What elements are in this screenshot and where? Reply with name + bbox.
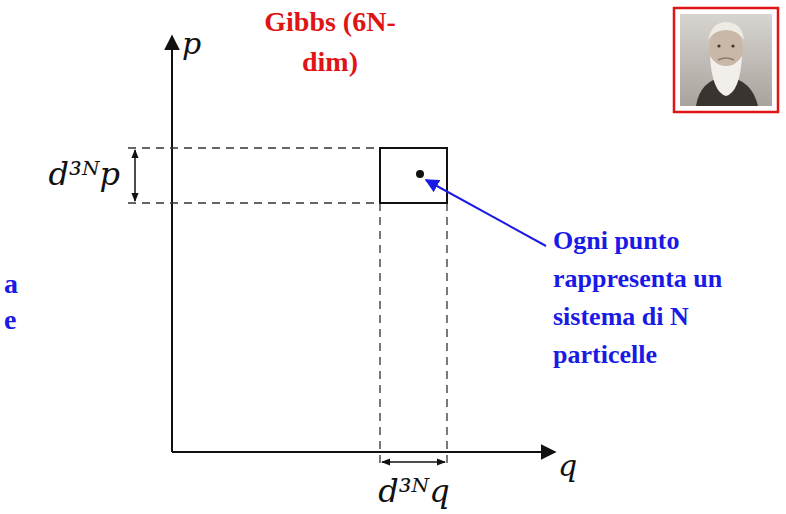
dp-dimension <box>134 150 136 201</box>
callout-text: Ogni punto rappresenta un sistema di N p… <box>553 222 781 374</box>
phase-cell <box>380 148 447 203</box>
dimension-label: d³ᴺq <box>354 472 474 510</box>
axis-label: q <box>558 448 598 484</box>
fragment-text: e <box>4 302 34 338</box>
portrait-photo <box>674 8 778 112</box>
diagram-title: Gibbs (6N-dim) <box>250 2 410 82</box>
dashed-guides <box>128 148 447 468</box>
fragment-text: a <box>4 266 34 302</box>
q-axis <box>172 451 555 453</box>
dimension-label: d³ᴺp <box>4 154 120 194</box>
axis-label: p <box>182 26 222 62</box>
phase-point <box>416 170 424 178</box>
dq-dimension <box>382 461 445 463</box>
p-axis <box>171 36 173 452</box>
leader-arrow <box>426 180 546 246</box>
